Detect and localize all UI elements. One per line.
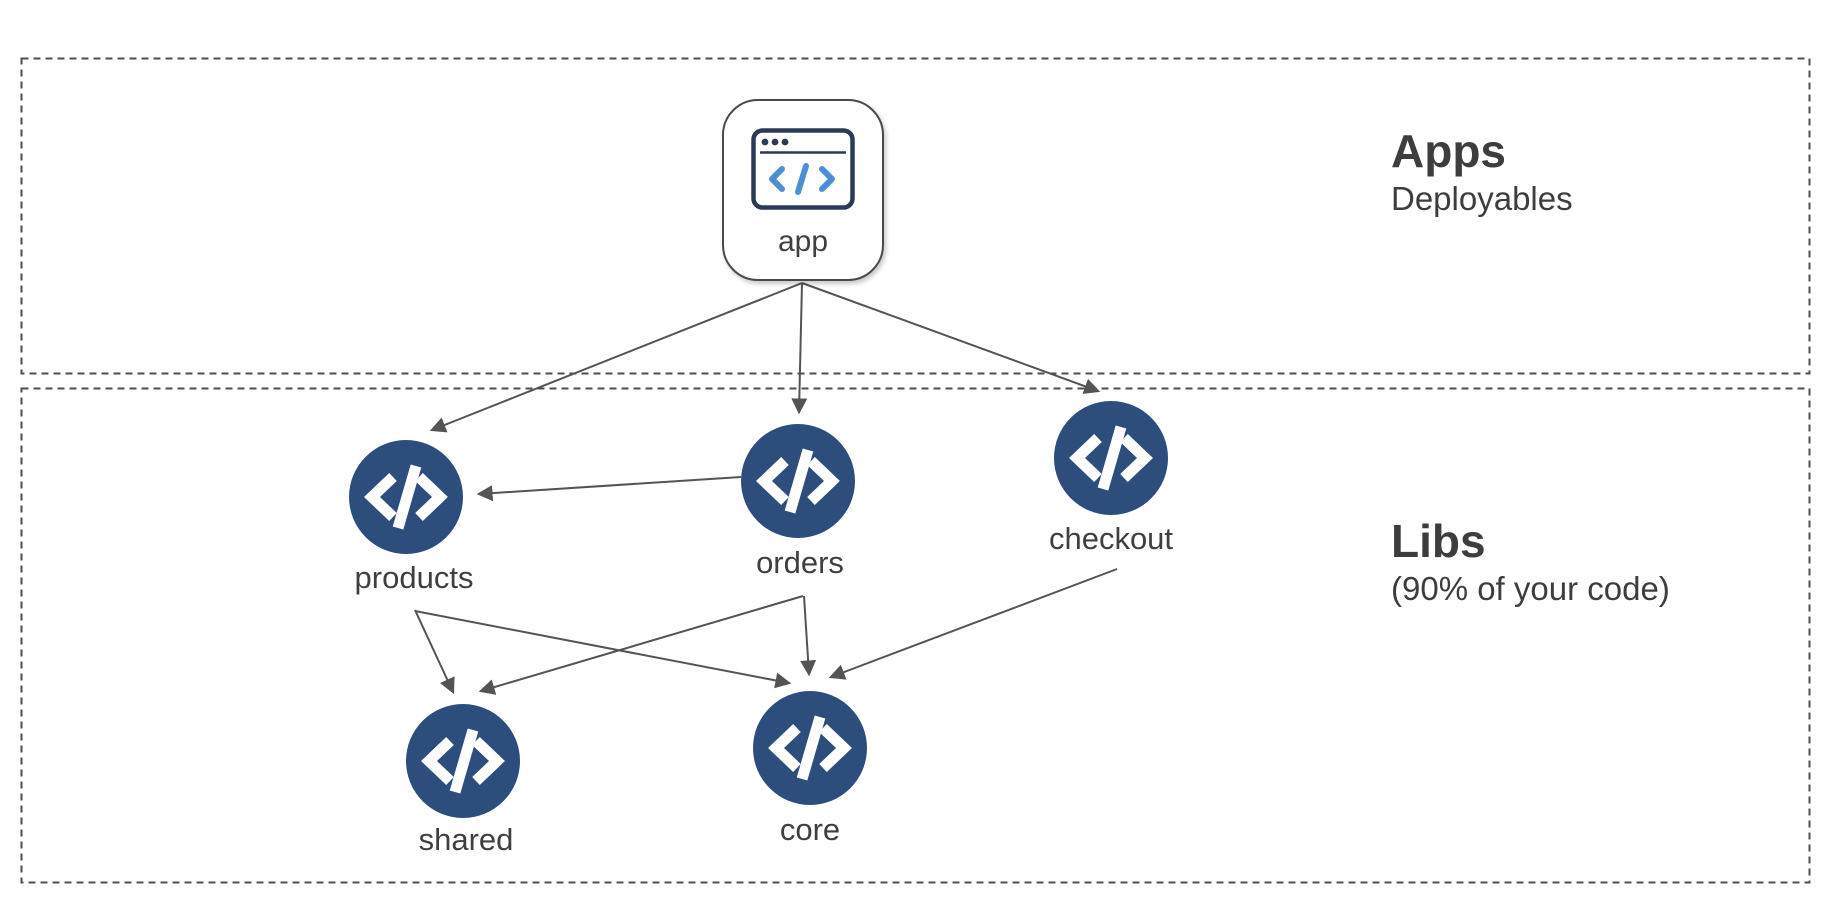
edge-app-to-orders: [791, 282, 808, 415]
apps-section-title: Apps: [1391, 125, 1506, 177]
apps-section-box: [20, 57, 1811, 375]
node-core: [753, 691, 867, 805]
code-icon: [756, 448, 840, 514]
apps-section-subtitle: Deployables: [1391, 179, 1573, 217]
edge-app-to-products: [429, 282, 803, 433]
libs-section-title: Libs: [1391, 515, 1486, 567]
code-icon: [1069, 425, 1153, 491]
node-checkout-label: checkout: [1048, 521, 1174, 556]
libs-section-box: [20, 387, 1811, 884]
node-products-label: products: [354, 560, 474, 595]
apps-section-caption: Apps Deployables: [1391, 125, 1573, 219]
node-shared-label: shared: [418, 822, 514, 857]
node-app: app: [722, 99, 884, 281]
edge-orders-to-products: [476, 476, 742, 502]
node-app-label: app: [777, 225, 829, 258]
edge-products-to-shared: [414, 609, 455, 695]
edge-products-to-core: [414, 610, 792, 689]
code-icon: [421, 728, 505, 794]
edge-orders-to-core: [800, 595, 817, 677]
libs-section-subtitle: (90% of your code): [1391, 569, 1670, 607]
libs-section-caption: Libs (90% of your code): [1391, 515, 1670, 609]
node-core-label: core: [779, 812, 841, 847]
edge-app-to-checkout: [801, 282, 1101, 394]
node-orders: [741, 424, 855, 538]
code-icon: [364, 464, 448, 530]
node-checkout: [1054, 401, 1168, 515]
node-shared: [406, 704, 520, 818]
edge-orders-to-shared: [478, 595, 804, 695]
node-products: [349, 440, 463, 554]
browser-window-icon: [751, 128, 855, 215]
edge-checkout-to-core: [828, 568, 1118, 680]
code-icon: [768, 715, 852, 781]
node-orders-label: orders: [756, 545, 844, 580]
